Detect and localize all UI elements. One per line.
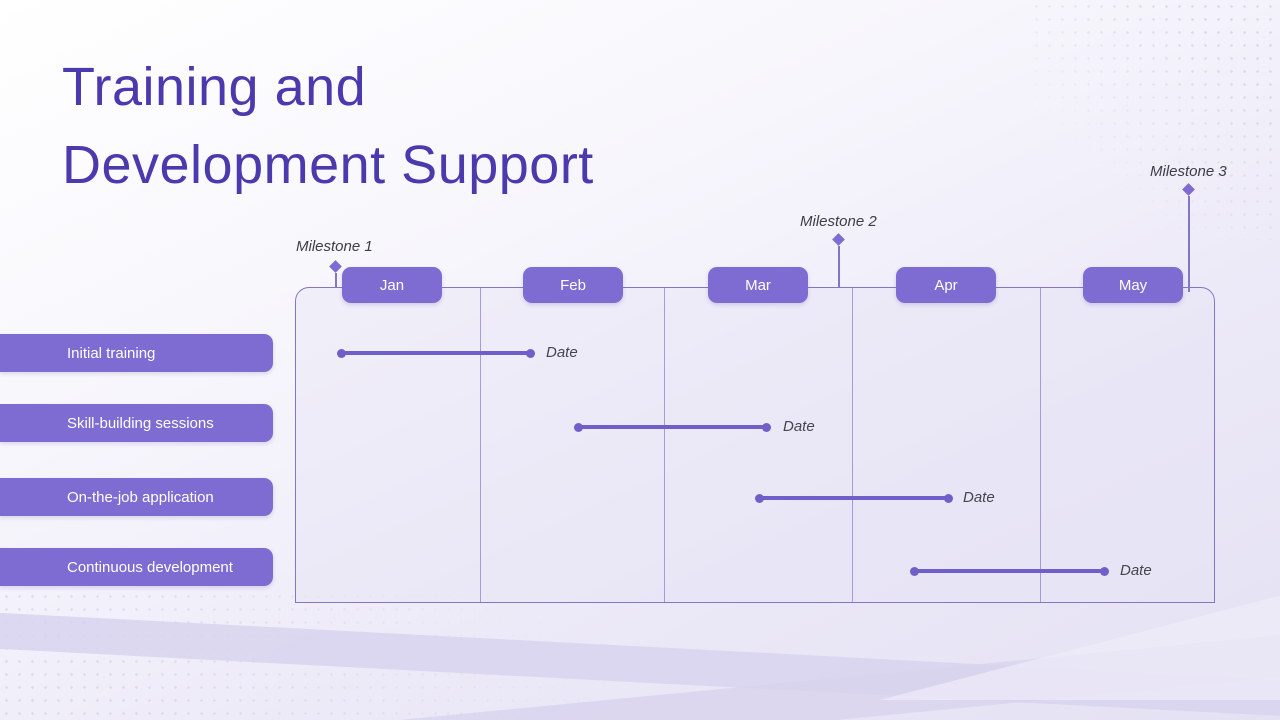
milestone-1-diamond-icon bbox=[329, 260, 342, 273]
milestone-3-line bbox=[1188, 196, 1190, 292]
month-header-may: May bbox=[1083, 267, 1183, 303]
month-gridline bbox=[852, 288, 853, 602]
milestone-3-label: Milestone 3 bbox=[1150, 163, 1227, 180]
date-label-skill-building: Date bbox=[783, 418, 815, 435]
decorative-band bbox=[0, 624, 1280, 720]
decorative-band bbox=[0, 609, 1280, 720]
month-header-jan: Jan bbox=[342, 267, 442, 303]
task-pill-continuous-development: Continuous development bbox=[0, 548, 273, 586]
task-pill-on-the-job: On-the-job application bbox=[0, 478, 273, 516]
slide-title-line1: Training and bbox=[62, 57, 367, 117]
task-label: Skill-building sessions bbox=[67, 414, 214, 432]
date-label-on-the-job: Date bbox=[963, 489, 995, 506]
month-gridline bbox=[480, 288, 481, 602]
milestone-1-line bbox=[335, 273, 337, 287]
milestone-2-line bbox=[838, 246, 840, 287]
date-label-continuous-development: Date bbox=[1120, 562, 1152, 579]
month-header-mar: Mar bbox=[708, 267, 808, 303]
month-gridline bbox=[1040, 288, 1041, 602]
slide-title-line2: Development Support bbox=[62, 135, 594, 195]
milestone-1-label: Milestone 1 bbox=[296, 238, 373, 255]
timeline-bar-on-the-job bbox=[755, 493, 953, 503]
task-label: Continuous development bbox=[67, 558, 233, 576]
milestone-3-diamond-icon bbox=[1182, 183, 1195, 196]
timeline-chart-frame bbox=[295, 287, 1215, 603]
month-gridline bbox=[664, 288, 665, 602]
month-header-feb: Feb bbox=[523, 267, 623, 303]
dot-pattern-top-right bbox=[1030, 0, 1280, 240]
timeline-bar-skill-building bbox=[574, 422, 771, 432]
timeline-bar-continuous-development bbox=[910, 566, 1109, 576]
task-label: Initial training bbox=[67, 344, 156, 362]
date-label-initial-training: Date bbox=[546, 344, 578, 361]
month-header-apr: Apr bbox=[896, 267, 996, 303]
task-pill-initial-training: Initial training bbox=[0, 334, 273, 372]
milestone-2-label: Milestone 2 bbox=[800, 213, 877, 230]
task-pill-skill-building: Skill-building sessions bbox=[0, 404, 273, 442]
milestone-2-diamond-icon bbox=[832, 233, 845, 246]
timeline-bar-initial-training bbox=[337, 348, 535, 358]
task-label: On-the-job application bbox=[67, 488, 214, 506]
dot-pattern-bottom-left bbox=[0, 590, 720, 720]
